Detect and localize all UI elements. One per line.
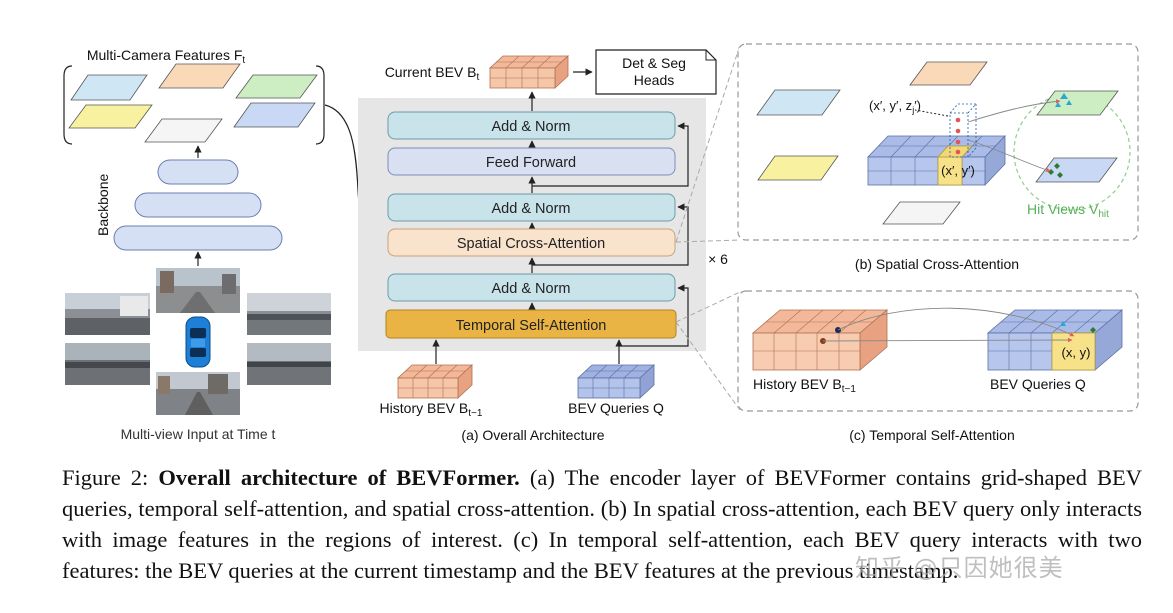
subcaption-a: (a) Overall Architecture: [461, 427, 604, 443]
point-2d-label: (x′, y′): [941, 163, 975, 178]
history-bev-grid: [396, 364, 474, 399]
current-bev-label: Current BEV Bt: [385, 64, 480, 83]
multi-view-input-label: Multi-view Input at Time t: [121, 426, 276, 442]
architecture-figure: Multi-Camera Features Ft Backbone: [63, 43, 1139, 443]
det-seg-heads-box: Det & Seg Heads: [595, 49, 717, 95]
hit-views-label: Hit Views Vhit: [1027, 201, 1109, 220]
multi-camera-features-label: Multi-Camera Features Ft: [87, 47, 246, 66]
camera-front: [156, 268, 240, 313]
ego-car-icon: [185, 316, 211, 368]
c-point-label: (x, y): [1062, 345, 1091, 360]
bev-queries-grid: [576, 364, 656, 399]
temporal-self-attention-block: [385, 309, 677, 339]
add-norm-low-label: Add & Norm: [492, 281, 571, 297]
add-norm-mid-block: [387, 193, 676, 222]
heads-label-line2: Heads: [634, 72, 674, 88]
subcaption-b: (b) Spatial Cross-Attention: [855, 256, 1019, 272]
left-bracket: [63, 65, 73, 145]
feed-forward-label: Feed Forward: [486, 155, 576, 171]
backbone-stage-3: [157, 159, 239, 185]
b-bev-grid: [867, 135, 1006, 186]
feature-map-blue: [70, 74, 148, 101]
repeat-label: × 6: [708, 251, 728, 267]
subcaption-c: (c) Temporal Self-Attention: [849, 427, 1014, 443]
b-view-white: [882, 201, 961, 225]
multi-camera-features-group: Multi-Camera Features Ft: [63, 47, 325, 145]
add-norm-top-block: [387, 111, 676, 140]
temporal-self-attention-panel: (x, y) History BEV Bt−1 BEV Queries Q (c…: [737, 290, 1139, 443]
right-bracket: [315, 65, 325, 145]
residual-sca: [532, 203, 689, 266]
current-bev-grid: [488, 55, 570, 89]
history-bev-label: History BEV Bt−1: [380, 400, 483, 419]
bev-queries-label: BEV Queries Q: [568, 400, 664, 416]
hit-view-green: [1036, 90, 1119, 116]
feature-map-lightblue: [233, 102, 316, 128]
caption-title: Overall architecture of BEVFormer.: [158, 465, 520, 490]
camera-front-left: [65, 293, 150, 335]
c-bev-queries-label: BEV Queries Q: [990, 376, 1086, 392]
hit-views-circle: [1013, 93, 1131, 211]
backbone-stage-1: [113, 225, 283, 251]
feature-map-white: [144, 118, 223, 143]
spatial-cross-attention-label: Spatial Cross-Attention: [457, 236, 605, 252]
encoder-group: Current BEV Bt Det & Seg Heads Add & Nor…: [358, 49, 728, 443]
camera-front-right: [247, 293, 331, 335]
figure-caption: Figure 2: Overall architecture of BEVFor…: [62, 462, 1142, 586]
heads-label-line1: Det & Seg: [622, 55, 686, 71]
b-view-yellow: [757, 155, 839, 181]
add-norm-mid-label: Add & Norm: [492, 201, 571, 217]
feature-map-orange: [158, 63, 241, 89]
feed-forward-block: [387, 147, 676, 176]
add-norm-top-label: Add & Norm: [492, 119, 571, 135]
residual-ff: [532, 122, 689, 187]
backbone-label: Backbone: [95, 174, 111, 236]
c-history-bev-label: History BEV Bt−1: [753, 376, 856, 395]
backbone-group: Backbone: [95, 145, 283, 266]
camera-back-left: [65, 343, 150, 385]
pillar: [949, 103, 977, 158]
b-view-blue: [756, 89, 841, 116]
backbone-stage-2: [134, 192, 262, 218]
c-history-bev-grid: [751, 309, 889, 371]
spatial-cross-attention-block: [387, 228, 676, 257]
spatial-cross-attention-panel: Hit Views Vhit (x′, y′, zj′) (x′, y′) (b…: [737, 43, 1139, 272]
zhihu-watermark: 知乎 @只因她很美: [855, 554, 1064, 582]
add-norm-low-block: [387, 273, 676, 302]
caption-label: Figure 2:: [62, 465, 149, 490]
camera-back: [156, 372, 240, 415]
caption-body: (a) The encoder layer of BEVFormer conta…: [62, 465, 1143, 583]
camera-images: Multi-view Input at Time t: [65, 268, 331, 442]
c-bev-queries-grid: [986, 309, 1124, 371]
temporal-self-attention-label: Temporal Self-Attention: [456, 318, 607, 334]
residual-tsa: [620, 284, 689, 347]
point-3d-label: (x′, y′, zj′): [869, 98, 921, 115]
camera-back-right: [247, 343, 331, 385]
feature-map-green: [235, 74, 318, 99]
feature-map-yellow: [68, 104, 153, 129]
b-view-orange: [909, 61, 988, 86]
